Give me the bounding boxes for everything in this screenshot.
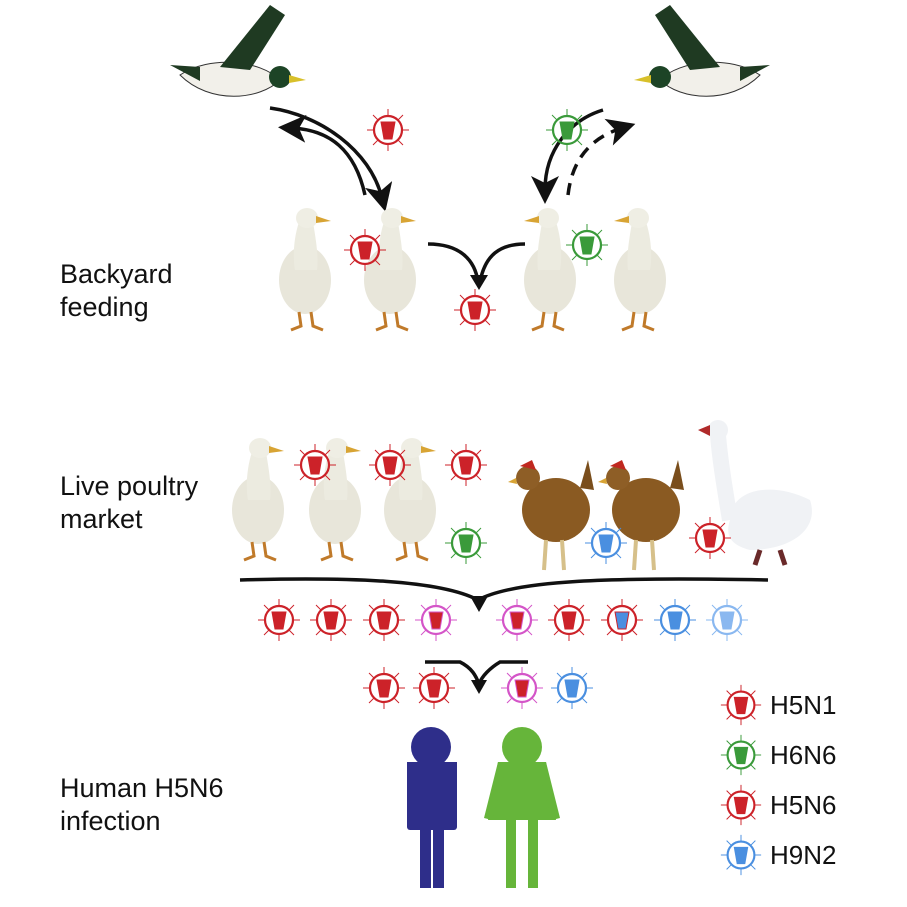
legend-item-h5n1: H5N1 — [718, 680, 836, 730]
stage-label-human: Human H5N6 infection — [60, 772, 224, 838]
label-line: Live poultry — [60, 471, 199, 501]
virus-variant-icon — [549, 665, 595, 711]
label-line: infection — [60, 806, 161, 836]
backyard-duck — [612, 206, 668, 332]
legend-label: H5N1 — [770, 689, 837, 720]
arrow-wild-to-domestic-right — [531, 108, 604, 204]
human-male-figure — [407, 727, 457, 888]
virus-h5n1-icon — [365, 107, 411, 153]
virus-h6n6-icon — [719, 733, 763, 777]
market-duck — [230, 436, 286, 562]
label-line: Backyard — [60, 259, 173, 289]
legend-item-h9n2: H9N2 — [718, 830, 836, 880]
virus-h6n6-icon — [544, 107, 590, 153]
legend-item-h5n6: H5N6 — [718, 780, 836, 830]
virus-variant-icon — [361, 665, 407, 711]
stage-label-backyard: Backyard feeding — [60, 258, 173, 324]
virus-h5n6-icon — [367, 442, 413, 488]
legend-label: H5N6 — [770, 789, 837, 820]
virus-variant-icon — [652, 597, 698, 643]
virus-h5n6-icon — [719, 783, 763, 827]
virus-variant-icon — [413, 597, 459, 643]
virus-h6n6-icon — [443, 520, 489, 566]
legend-label: H9N2 — [770, 839, 837, 870]
legend: H5N1 H6N6 H5N6 H9N2 — [718, 680, 836, 880]
human-female-figure — [484, 727, 560, 888]
label-line: Human H5N6 — [60, 773, 224, 803]
market-duck — [307, 436, 363, 562]
market-merge-brace — [239, 577, 769, 602]
market-hen — [506, 458, 596, 572]
arrow-wild-to-domestic — [269, 106, 393, 212]
stage-label-market: Live poultry market — [60, 470, 198, 536]
virus-variant-icon — [546, 597, 592, 643]
virus-h5n1-icon — [292, 442, 338, 488]
virus-variant-icon — [494, 597, 540, 643]
virus-variant-icon — [256, 597, 302, 643]
legend-label: H6N6 — [770, 739, 837, 770]
arrow-domestic-to-wild-dashed — [566, 118, 636, 196]
virus-h9n2-icon — [719, 833, 763, 877]
virus-h9n2-icon — [583, 520, 629, 566]
arrow-domestic-to-wild — [278, 114, 367, 196]
backyard-duck — [277, 206, 333, 332]
label-line: market — [60, 504, 143, 534]
market-hen — [596, 458, 686, 572]
virus-variant-icon — [499, 665, 545, 711]
virus-variant-icon — [308, 597, 354, 643]
wild-duck-right-figure — [633, 4, 771, 97]
virus-variant-icon — [361, 597, 407, 643]
virus-variant-icon — [704, 597, 750, 643]
backyard-duck — [362, 206, 418, 332]
legend-item-h6n6: H6N6 — [718, 730, 836, 780]
virus-h6n6-icon — [564, 222, 610, 268]
wild-duck-left-figure — [169, 4, 307, 97]
market-goose — [698, 420, 812, 566]
virus-h5n1-icon — [687, 515, 733, 561]
market-duck — [382, 436, 438, 562]
label-line: feeding — [60, 292, 149, 322]
virus-h5n1-icon — [719, 683, 763, 727]
virus-h5n1-icon — [342, 227, 388, 273]
virus-h5n6-icon — [443, 442, 489, 488]
virus-h5n6-icon — [452, 287, 498, 333]
backyard-duck — [522, 206, 578, 332]
virus-variant-icon — [411, 665, 457, 711]
virus-variant-icon — [599, 597, 645, 643]
